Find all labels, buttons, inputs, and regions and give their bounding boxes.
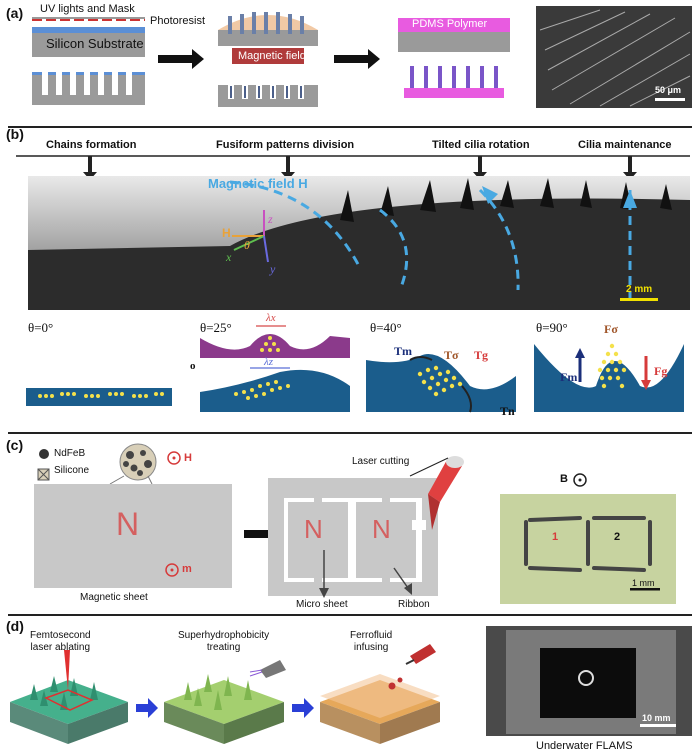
uv-label: UV lights and Mask bbox=[40, 3, 135, 15]
angle-theta-label: θ bbox=[244, 238, 250, 252]
torque-sigma-label: Tσ bbox=[444, 348, 459, 362]
panel-a-label: (a) bbox=[6, 5, 24, 21]
axis-h-label: H bbox=[222, 226, 231, 240]
laser-cutting-label: Laser cutting bbox=[352, 456, 410, 467]
step-2-label: Superhydrophobicity treating bbox=[178, 630, 270, 653]
stage-label-1: Chains formation bbox=[46, 139, 137, 151]
force-m-label: Fm bbox=[560, 370, 578, 384]
axis-z-label: z bbox=[268, 212, 273, 226]
b-symbol-label: B bbox=[560, 473, 568, 485]
step-1-label: Femtosecond laser ablating bbox=[30, 630, 91, 653]
divider-d-top bbox=[8, 614, 692, 616]
n-letter-right: N bbox=[372, 514, 391, 544]
origin-label: o bbox=[190, 360, 196, 372]
stage-label-4: Cilia maintenance bbox=[578, 139, 672, 151]
divider-c-top bbox=[8, 432, 692, 434]
torque-n-label: Tn bbox=[500, 404, 515, 418]
panel-b-label: (b) bbox=[6, 126, 24, 142]
force-g-label: Fg bbox=[654, 364, 668, 378]
magnetic-sheet-label: Magnetic sheet bbox=[80, 592, 148, 603]
axis-y-label: y bbox=[270, 262, 276, 276]
panel-b-photo bbox=[16, 155, 690, 310]
micro-sheet-label: Micro sheet bbox=[296, 599, 348, 610]
panel-c-label: (c) bbox=[6, 437, 24, 453]
sem-scale-bar-label: 50 μm bbox=[655, 85, 682, 95]
panel-d-label: (d) bbox=[6, 618, 24, 634]
torque-m-label: Tm bbox=[394, 344, 412, 358]
ndfeb-label: NdFeB bbox=[54, 448, 86, 459]
axis-x-label: x bbox=[226, 250, 232, 264]
photo-scale-bar-label: 2 mm bbox=[626, 284, 653, 295]
divider-b-top bbox=[8, 126, 692, 128]
flams-caption: Underwater FLAMS bbox=[536, 740, 633, 752]
angle-0-label: θ=0° bbox=[28, 320, 54, 335]
number-1-label: 1 bbox=[552, 531, 559, 543]
n-letter-large: N bbox=[116, 506, 140, 542]
h-symbol-label: H bbox=[184, 452, 192, 464]
pdms-label: PDMS Polymer bbox=[412, 18, 488, 30]
n-letter-left: N bbox=[304, 514, 323, 544]
stage-label-3: Tilted cilia rotation bbox=[432, 139, 530, 151]
photo-d-scale-bar-label: 10 mm bbox=[642, 713, 671, 723]
photoresist-label: Photoresist bbox=[150, 15, 206, 27]
ribbon-label: Ribbon bbox=[398, 599, 430, 610]
step-3-label: Ferrofluid infusing bbox=[350, 630, 393, 653]
substrate-label: Silicon Substrate bbox=[46, 36, 144, 51]
lambda-x-label: λx bbox=[266, 312, 276, 324]
number-2-label: 2 bbox=[614, 531, 621, 543]
angle-diagrams bbox=[26, 325, 684, 413]
torque-g-label: Tg bbox=[474, 348, 489, 362]
angle-90-label: θ=90° bbox=[536, 320, 568, 335]
angle-40-label: θ=40° bbox=[370, 320, 402, 335]
force-sigma-label: Fσ bbox=[604, 322, 618, 336]
panel-d-illustration bbox=[10, 626, 692, 744]
lambda-z-label: λz bbox=[264, 356, 274, 368]
m-symbol-label: m bbox=[182, 563, 192, 575]
stage-label-2: Fusiform patterns division bbox=[216, 139, 355, 151]
magnetic-field-h-label: Magnetic field H bbox=[208, 176, 308, 191]
panel-c-illustration bbox=[34, 443, 676, 604]
angle-25-label: θ=25° bbox=[200, 320, 232, 335]
micro-scale-bar-label: 1 mm bbox=[632, 578, 655, 588]
panel-a-illustration bbox=[32, 6, 692, 108]
magnetic-field-label: Magnetic field bbox=[238, 50, 306, 62]
silicone-label: Silicone bbox=[54, 465, 90, 476]
